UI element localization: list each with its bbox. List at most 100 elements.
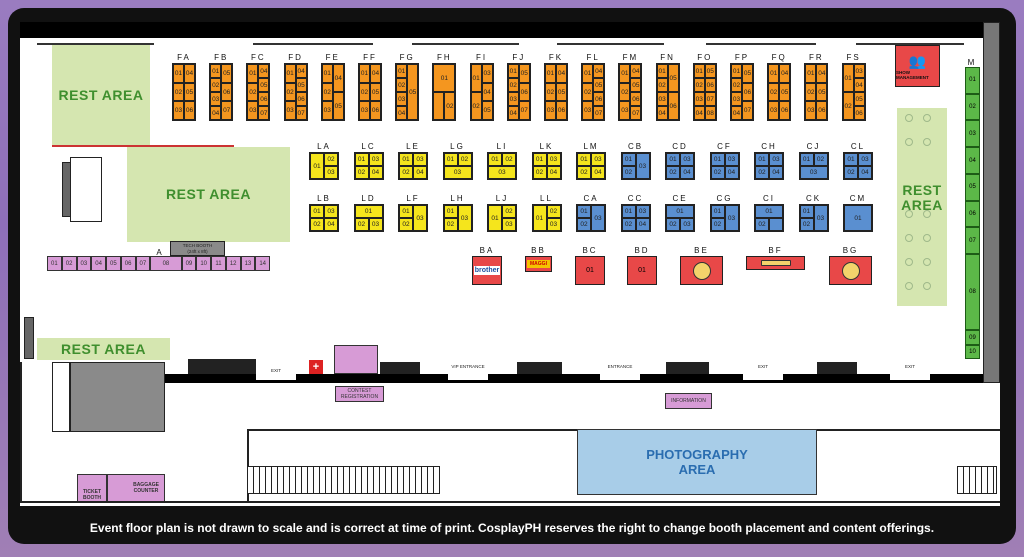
a-row-booth[interactable]: 02 <box>61 256 77 271</box>
booth-unit[interactable]: 05 <box>481 101 493 121</box>
booth-unit[interactable]: 02 <box>842 92 854 120</box>
booth-unit[interactable]: 01 <box>173 64 184 83</box>
booth-unit[interactable]: 05 <box>853 92 865 106</box>
booth-unit[interactable]: 03 <box>724 205 739 231</box>
booth-unit[interactable]: 02 <box>755 166 769 179</box>
booth-unit[interactable]: 02 <box>457 153 472 166</box>
booth-unit[interactable]: 02 <box>324 153 338 166</box>
booth-unit[interactable]: 01 <box>443 153 458 166</box>
booth-unit[interactable]: 05 <box>295 78 307 92</box>
booth-unit[interactable]: 03 <box>507 92 519 106</box>
booth-unit[interactable]: 03 <box>619 101 631 121</box>
booth-unit[interactable]: 02 <box>813 153 828 166</box>
booth-unit[interactable]: 02 <box>354 218 369 231</box>
a-row-booth[interactable]: 06 <box>120 256 136 271</box>
booth-fh[interactable]: 01 02 <box>432 63 457 121</box>
booth-unit[interactable]: 03 <box>853 64 865 78</box>
booth-unit[interactable]: 04 <box>731 106 742 120</box>
booth-unit[interactable]: 01 <box>577 205 591 218</box>
booth-unit[interactable]: 03 <box>724 153 739 166</box>
booth-unit[interactable]: 03 <box>769 153 783 166</box>
booth-unit[interactable]: 07 <box>258 106 270 120</box>
booth-unit[interactable]: 03 <box>443 166 472 179</box>
booth-unit[interactable]: 04 <box>779 64 791 83</box>
booth-unit[interactable]: 01 <box>210 64 222 78</box>
booth-unit[interactable]: 03 <box>680 218 694 231</box>
booth-unit[interactable]: 02 <box>755 218 769 231</box>
booth-unit[interactable]: 06 <box>258 92 270 106</box>
booth-unit[interactable]: 04 <box>724 166 739 179</box>
booth-unit[interactable]: 03 <box>546 218 561 231</box>
booth-unit[interactable]: 07 <box>742 101 753 121</box>
booth-unit[interactable]: 04 <box>332 64 344 92</box>
booth-unit[interactable]: 04 <box>413 166 427 179</box>
booth-unit[interactable]: 04 <box>635 218 650 231</box>
entrance-door[interactable]: ENTRANCE <box>600 364 640 380</box>
booth-unit[interactable]: 07 <box>630 106 642 120</box>
booth-unit[interactable]: 04 <box>656 106 668 120</box>
booth-unit[interactable]: 02 <box>173 82 184 102</box>
booth-unit[interactable]: 01 <box>545 64 556 83</box>
booth-unit[interactable]: 02 <box>666 218 680 231</box>
booth-unit[interactable]: 03 <box>591 153 605 166</box>
booth-unit[interactable]: 04 <box>630 64 642 78</box>
booth-unit[interactable]: 02 <box>731 78 742 92</box>
booth-unit[interactable]: 03 <box>591 205 605 231</box>
booth-unit[interactable]: 06 <box>184 101 195 121</box>
booth-unit[interactable]: 01 <box>532 153 547 166</box>
booth-unit[interactable]: 01 <box>768 64 780 83</box>
a-row-booth[interactable]: 08 <box>150 256 182 271</box>
booth-unit[interactable]: 03 <box>546 153 561 166</box>
booth-unit[interactable]: 04 <box>693 106 705 120</box>
booth-unit[interactable]: 01 <box>399 205 413 218</box>
booth-unit[interactable]: 02 <box>710 166 725 179</box>
booth-unit[interactable]: 01 <box>443 205 458 218</box>
m-booth[interactable]: 05 <box>965 173 980 201</box>
booth-unit[interactable]: 01 <box>310 153 324 179</box>
booth-unit[interactable]: 01 <box>507 64 519 78</box>
booth-unit[interactable]: 05 <box>667 64 679 92</box>
m-booth[interactable]: 02 <box>965 93 980 121</box>
a-row-booth[interactable]: 01 <box>47 256 62 271</box>
booth-unit[interactable]: 03 <box>173 101 184 121</box>
booth-unit[interactable]: 02 <box>310 218 324 231</box>
m-booth[interactable]: 09 <box>965 330 980 345</box>
booth-unit[interactable]: 03 <box>210 92 222 106</box>
booth-unit[interactable]: 04 <box>853 78 865 92</box>
booth-unit[interactable]: 01 <box>755 153 769 166</box>
booth-unit[interactable]: 03 <box>457 205 472 231</box>
booth-unit[interactable]: 01 <box>844 205 872 231</box>
booth-unit[interactable]: 03 <box>693 92 705 106</box>
m-booth[interactable]: 03 <box>965 120 980 148</box>
booth-unit[interactable]: 01 <box>582 64 594 83</box>
booth-unit[interactable]: 01 <box>359 64 370 83</box>
booth-unit[interactable]: 04 <box>184 64 195 83</box>
booth-unit[interactable]: 02 <box>444 92 456 120</box>
booth-unit[interactable]: 04 <box>556 64 567 83</box>
m-booth[interactable]: 01 <box>965 67 980 94</box>
booth-unit[interactable]: 05 <box>258 78 270 92</box>
booth-unit[interactable]: 03 <box>768 101 780 121</box>
booth-unit[interactable]: 02 <box>710 218 725 231</box>
booth-ba[interactable]: brother <box>472 256 502 285</box>
booth-unit[interactable]: 02 <box>359 82 370 102</box>
booth-unit[interactable]: 03 <box>368 218 383 231</box>
